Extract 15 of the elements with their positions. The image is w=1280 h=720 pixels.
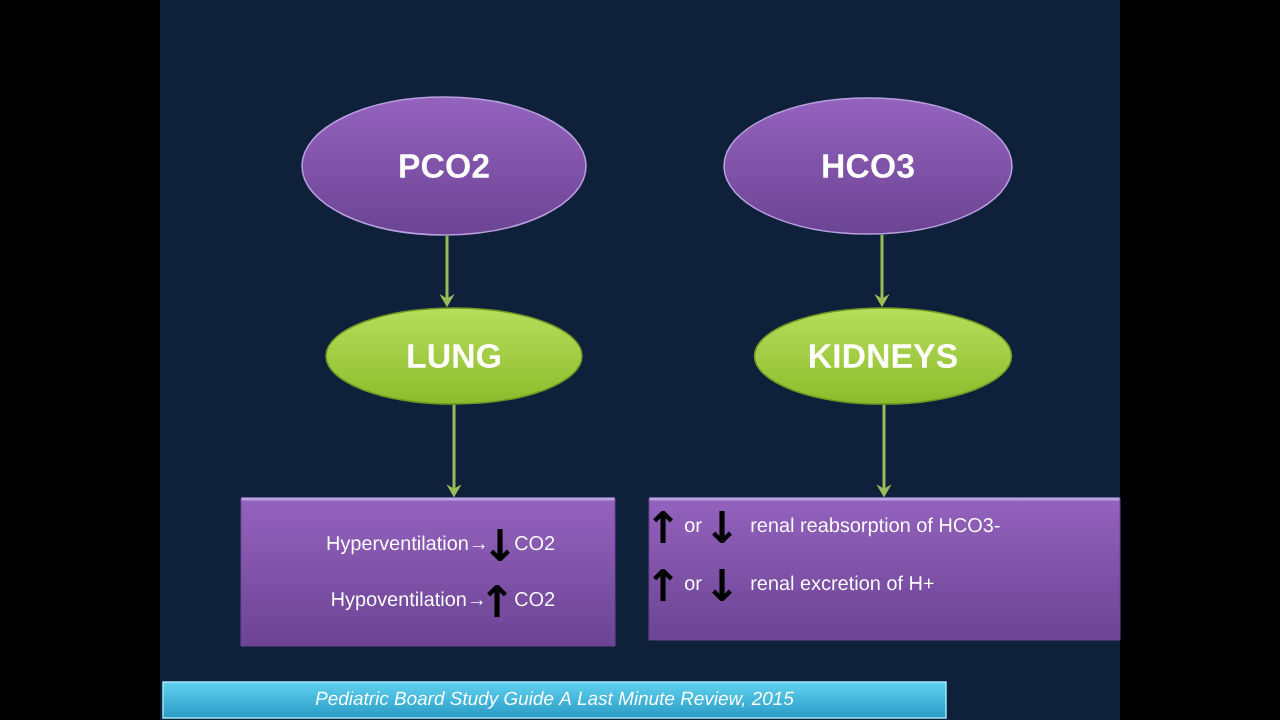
box-text: CO2 — [515, 536, 555, 551]
arrow-glyph: ↓ — [712, 568, 732, 602]
arrow-glyph: ↓ — [490, 528, 510, 562]
box-text: Hyperventilation→ — [327, 535, 485, 555]
box-text: Hypoventilation→ — [332, 591, 483, 611]
box-text: renal excretion of H+ — [751, 575, 934, 591]
arrow-glyph: ↑ — [487, 584, 507, 618]
arrow-glyph: ↓ — [712, 510, 732, 544]
box-text: or — [685, 579, 702, 591]
box-text: renal reabsorption of HCO3- — [751, 517, 1000, 537]
box-text: CO2 — [515, 592, 555, 607]
box-text: or — [685, 521, 702, 533]
arrow-glyph: ↑ — [653, 510, 673, 544]
caption-band: Pediatric Board Study Guide A Last Minute Review, 2015 — [162, 681, 947, 719]
arrow-glyph: ↑ — [653, 568, 673, 602]
